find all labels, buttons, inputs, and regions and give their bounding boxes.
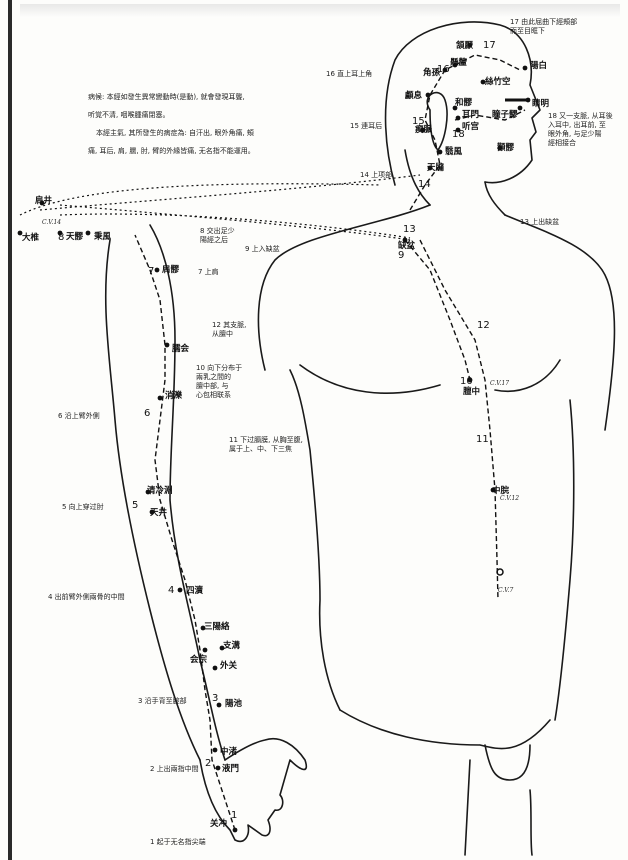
step-3: 3 (212, 693, 218, 704)
acupoint-dot (518, 106, 523, 111)
pathway-note-16: 16 直上耳上角 (326, 70, 372, 79)
pathway-note-9: 9 上入缺盆 (245, 245, 280, 254)
point-yifeng: 翳風 (445, 146, 463, 157)
pathway-note-17: 17 由此屈曲下經頰部 而至目眶下 (510, 18, 577, 36)
step-1: 1 (231, 810, 237, 821)
point-ermen: 耳門 (462, 110, 479, 120)
step-5: 5 (132, 500, 138, 511)
point-qinglengyuan: 清冷淵 (147, 485, 173, 496)
point-jingming: 睛明 (532, 98, 550, 109)
pathway-note-4: 4 出前臂外側兩骨的中間 (48, 593, 125, 602)
point-guanchong: 关冲 (210, 818, 228, 829)
cv-14: C.V.14 (42, 219, 61, 226)
symptoms-line: 痛, 耳后, 肩, 臑, 肘, 臂的外緣皆痛, 无名指不能運用。 (88, 147, 298, 156)
pathway-note-3: 3 沿手背至腕部 (138, 697, 187, 706)
point-tianjing: 天井 (150, 507, 168, 518)
symptoms-line: 听覚不清, 咽喉腫痛閉塞。 (88, 111, 298, 120)
point-yangchi: 陽池 (225, 698, 243, 709)
symptoms-line: 病候: 本經如發生異常變動時(是動), 就會發現耳聾, (88, 93, 298, 102)
point-heliao: 和髎 (455, 97, 473, 108)
acupoint-dot (438, 150, 443, 155)
pathway-note-12: 12 其支脈, 从膻中 (212, 321, 246, 339)
pathway-note-8: 8 交出足少 陽經之后 (200, 227, 235, 245)
point-tongziliao: 瞳子髎 (492, 109, 518, 120)
acupoint-dot (178, 588, 183, 593)
cv-17: C.V.17 (490, 380, 509, 387)
pathway-note-15: 15 連耳后 (350, 122, 382, 131)
point-sidu: 四瀆 (186, 585, 204, 596)
point-sanyangluo: 三陽絡 (204, 621, 230, 632)
acupoint-dot (213, 748, 218, 753)
point-waiguan: 外关 (219, 660, 238, 671)
acupoint-dot (165, 343, 170, 348)
pathway-note-1: 1 起于无名指尖端 (150, 838, 206, 847)
point-yemen: 液門 (222, 763, 239, 774)
point-huizong: 会宗 (189, 654, 208, 665)
point-danzhong: 膻中 (463, 386, 480, 397)
pathway-note-14: 14 上项部 (360, 171, 392, 180)
pathway-note-18: 18 又一支脈, 从耳後 入耳中, 出耳前, 至 眼外角, 与足少陽 經相接合 (548, 112, 613, 148)
point-zhongzhu: 中渚 (220, 746, 238, 757)
point-quanliao: 顴髎 (496, 142, 515, 153)
step-6: 6 (144, 408, 150, 419)
acupoint-dot (426, 93, 431, 98)
point-hanyan: 頷厭 (455, 40, 474, 51)
point-xuanli: 懸釐 (450, 57, 468, 68)
cv-12: C.V.12 (500, 495, 519, 502)
acupoint-dot (456, 116, 461, 121)
point-luxi: 顱息 (404, 90, 423, 101)
point-dazhui: 大椎 (22, 232, 40, 243)
point-jianliao: 肩髎 (162, 264, 180, 275)
point-tianyou: 天牖 (427, 162, 445, 173)
symptoms-note: 病候: 本經如發生異常變動時(是動), 就會發現耳聾, 听覚不清, 咽喉腫痛閉塞… (88, 84, 298, 165)
step-9: 9 (398, 250, 404, 261)
step-16: 16 (437, 64, 450, 75)
acupoint-dot (86, 231, 91, 236)
lower-body-outline (340, 710, 550, 855)
acupoint-dot (203, 648, 208, 653)
point-tianliao: 天髎 (66, 231, 84, 242)
point-yangbai: 陽白 (530, 60, 547, 71)
acupoint-dot (526, 98, 531, 103)
cv-7: C.V.7 (498, 587, 513, 594)
pathway-note-11: 11 下过膈膜, 从胸至腹, 属于上、中、下三焦 (229, 436, 303, 454)
point-naohui: 臑会 (171, 343, 190, 354)
acupoint-dot (216, 766, 221, 771)
step-4: 4 (168, 585, 174, 596)
ear-outline (427, 93, 447, 150)
step-11: 11 (476, 434, 489, 445)
step-10: 10 (460, 376, 473, 387)
step-12: 12 (477, 320, 490, 331)
pathway-note-10: 10 向下分布于 兩乳之間的 膻中部, 与 心包相联系 (196, 364, 242, 400)
symptoms-line: 本經主氣, 其所發生的病症為: 自汗出, 眼外角痛, 頰 (88, 129, 298, 138)
step-13: 13 (403, 224, 416, 235)
pathway-note-2: 2 上出兩指中間 (150, 765, 199, 774)
point-zhigou: 支溝 (222, 640, 241, 651)
step-7: 7 (148, 266, 154, 277)
step-2: 2 (205, 758, 211, 769)
step-8: 8 (58, 232, 64, 243)
point-sizhukong: 絲竹空 (484, 76, 511, 87)
step-14: 14 (418, 179, 431, 190)
point-xiaoluo: 消濼 (165, 390, 183, 401)
step-18: 18 (452, 129, 465, 140)
acupoint-dot (155, 268, 160, 273)
pectoral-lines (300, 360, 560, 393)
acupoint-dot (523, 66, 528, 71)
step-17: 17 (483, 40, 496, 51)
acupoint-dot (158, 396, 163, 401)
pathway-note-6: 6 沿上臂外側 (58, 412, 100, 421)
acupoint-dot (213, 666, 218, 671)
acupoint-dot (233, 828, 238, 833)
step-15: 15 (412, 116, 425, 127)
meridian-chest-line (405, 240, 498, 600)
point-jianjing: 肩井 (35, 195, 53, 206)
pathway-note-5: 5 向上穿过肘 (62, 503, 104, 512)
pathway-note-13: 13 上出缺盆 (520, 218, 559, 227)
torso-outline (258, 205, 614, 720)
point-bingfeng: 秉風 (94, 231, 112, 242)
pathway-note-7: 7 上肩 (198, 268, 219, 277)
